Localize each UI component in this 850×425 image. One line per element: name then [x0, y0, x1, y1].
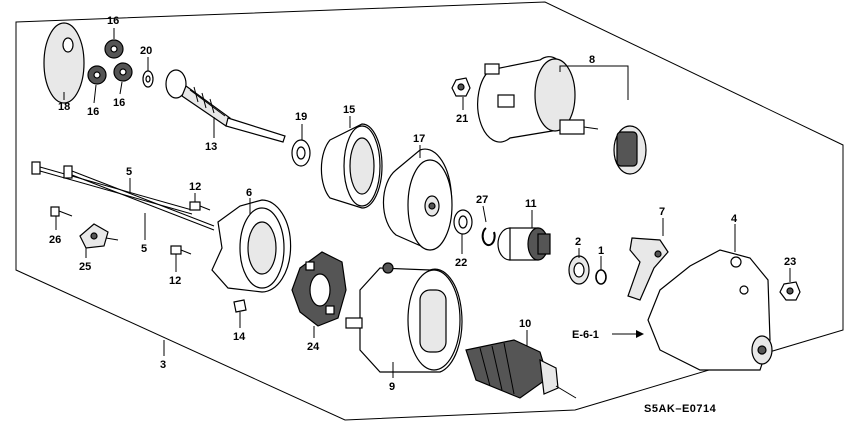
label-part-19: 19: [295, 111, 307, 123]
part-15-ring-gear[interactable]: [320, 123, 383, 209]
part-8-solenoid[interactable]: [477, 56, 647, 175]
part-1-snap-ring[interactable]: [595, 269, 607, 285]
label-part-11: 11: [525, 198, 537, 210]
label-part-3: 3: [160, 359, 166, 371]
label-part-18: 18: [58, 101, 70, 113]
part-5-through-bolt-lower[interactable]: [63, 165, 215, 231]
label-part-16: 16: [113, 97, 125, 109]
part-10-armature[interactable]: [465, 339, 577, 399]
part-21-nut[interactable]: [451, 77, 471, 97]
part-26-bolt[interactable]: [50, 206, 73, 217]
reference-arrow: [612, 330, 644, 338]
label-part-8: 8: [589, 54, 595, 66]
label-part-27: 27: [476, 194, 488, 206]
label-part-24: 24: [307, 341, 320, 353]
part-16-gear-right[interactable]: [113, 62, 133, 82]
label-part-1: 1: [598, 245, 604, 257]
part-11-pinion-clutch[interactable]: [497, 227, 551, 261]
part-13-shaft[interactable]: [165, 69, 286, 143]
part-6-end-cover[interactable]: [211, 199, 292, 293]
label-part-21: 21: [456, 113, 468, 125]
part-27-snap-ring[interactable]: [481, 227, 496, 247]
label-part-16: 16: [87, 106, 99, 118]
part-12-screw-lower[interactable]: [170, 245, 192, 255]
label-part-5: 5: [141, 243, 147, 255]
part-12-screw-upper[interactable]: [189, 201, 211, 211]
label-part-5: 5: [126, 166, 132, 178]
part-24-brush-holder[interactable]: [291, 251, 347, 327]
part-17-yoke[interactable]: [382, 148, 453, 251]
label-part-20: 20: [140, 45, 152, 57]
reference-label: E-6-1: [572, 329, 599, 341]
label-part-7: 7: [659, 206, 665, 218]
label-part-12: 12: [169, 275, 181, 287]
label-part-23: 23: [784, 256, 796, 268]
part-5-through-bolt-upper[interactable]: [31, 161, 193, 215]
part-7-shift-lever[interactable]: [627, 237, 669, 301]
part-22-washer[interactable]: [453, 209, 473, 235]
label-part-26: 26: [49, 234, 61, 246]
label-part-17: 17: [413, 133, 425, 145]
label-part-15: 15: [343, 104, 355, 116]
part-20-washer[interactable]: [142, 70, 154, 88]
part-14-clip[interactable]: [233, 299, 247, 313]
label-part-13: 13: [205, 141, 217, 153]
label-part-25: 25: [79, 261, 91, 273]
label-part-6: 6: [246, 187, 252, 199]
part-16-gear-top[interactable]: [104, 39, 124, 59]
label-part-4: 4: [731, 213, 738, 225]
label-part-16: 16: [107, 15, 119, 27]
part-18-washer-disc[interactable]: [43, 22, 85, 104]
label-part-9: 9: [389, 381, 395, 393]
part-19-washer[interactable]: [291, 139, 311, 167]
label-part-12: 12: [189, 181, 201, 193]
part-2-bearing[interactable]: [568, 255, 590, 285]
diagram-code: S5AK–E0714: [644, 403, 717, 415]
part-23-nut[interactable]: [779, 281, 801, 301]
part-9-field-housing[interactable]: [345, 262, 463, 373]
part-25-bracket[interactable]: [79, 223, 119, 249]
part-16-gear-left[interactable]: [87, 65, 107, 85]
part-4-gear-housing[interactable]: [647, 249, 773, 371]
label-part-22: 22: [455, 257, 467, 269]
label-part-2: 2: [575, 236, 581, 248]
label-part-10: 10: [519, 318, 531, 330]
label-part-14: 14: [233, 331, 246, 343]
